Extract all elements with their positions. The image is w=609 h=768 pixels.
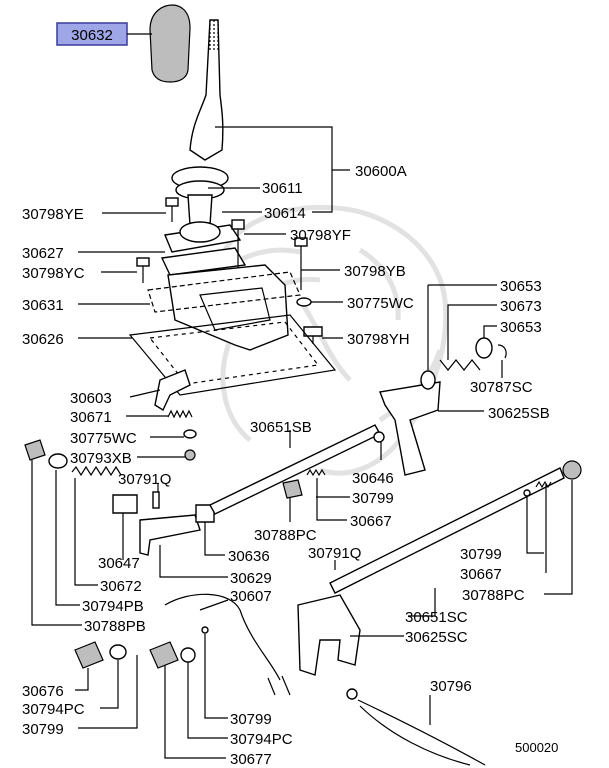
lever-seat — [160, 221, 247, 276]
plug-left — [24, 439, 68, 469]
part-label-30646: 30646 — [352, 470, 394, 487]
part-label-30611: 30611 — [262, 180, 303, 197]
part-label-30799-c: 30799 — [22, 721, 64, 738]
part-label-30673: 30673 — [500, 298, 542, 315]
part-label-30798YH: 30798YH — [347, 331, 410, 348]
part-label-30798YC: 30798YC — [22, 265, 85, 282]
switch-30676 — [74, 641, 127, 669]
part-label-30629: 30629 — [230, 570, 272, 587]
leader-lines — [31, 33, 573, 759]
part-label-30631: 30631 — [22, 297, 64, 314]
part-label-30677: 30677 — [230, 751, 272, 768]
bolt-30798YF — [231, 219, 245, 268]
spring-30672 — [71, 465, 122, 477]
part-label-30636: 30636 — [228, 548, 270, 565]
part-label-30651SB: 30651SB — [250, 419, 312, 436]
plug-30788PC — [282, 479, 303, 499]
part-label-30799-b: 30799 — [460, 546, 502, 563]
gasket-30626 — [128, 314, 337, 396]
part-label-30632: 30632 — [71, 27, 113, 44]
part-label-30796: 30796 — [430, 678, 472, 695]
part-label-30794PC: 30794PC — [22, 701, 85, 718]
part-label-30667: 30667 — [350, 513, 392, 530]
spring-30671 — [167, 409, 193, 419]
part-label-30799: 30799 — [352, 490, 394, 507]
part-label-30787SC: 30787SC — [470, 379, 533, 396]
part-label-30651SC: 30651SC — [405, 609, 468, 626]
nut-30793XB — [184, 449, 196, 461]
washer-30775WC-lower — [183, 429, 197, 439]
part-label-30607: 30607 — [230, 588, 272, 605]
part-labels: 30600A 30611 30614 30798YE 30798YF 30627… — [22, 163, 558, 768]
rail-30651SC — [329, 467, 565, 594]
washer-30775WC — [296, 297, 312, 307]
pin-30791Q — [152, 491, 160, 509]
shift-lever — [189, 19, 224, 161]
part-label-30791Q: 30791Q — [118, 471, 171, 488]
fork-30625SC — [297, 594, 361, 676]
shift-housing — [147, 264, 301, 351]
part-label-30791Q-b: 30791Q — [308, 545, 361, 562]
part-label-30793XB: 30793XB — [70, 450, 132, 467]
part-label-30653-b: 30653 — [500, 319, 542, 336]
spring-30667 — [306, 468, 326, 477]
part-label-30625SC: 30625SC — [405, 629, 468, 646]
part-label-30788PC: 30788PC — [254, 527, 317, 544]
plug-right — [523, 460, 582, 497]
part-label-30671: 30671 — [70, 409, 112, 426]
part-label-30798YE: 30798YE — [22, 206, 84, 223]
bolt-30798YE — [165, 197, 179, 222]
diagram-code: 500020 — [515, 740, 558, 755]
shift-boot-base — [171, 166, 229, 226]
bolt-30798YB — [294, 237, 308, 290]
fork-30625SB — [379, 381, 441, 476]
part-label-30676: 30676 — [22, 683, 64, 700]
part-label-30653: 30653 — [500, 278, 542, 295]
part-label-30794PC-b: 30794PC — [230, 731, 293, 748]
part-label-30600A: 30600A — [355, 163, 407, 180]
part-label-30775WC-b: 30775WC — [70, 430, 137, 447]
harness-30796 — [346, 688, 486, 766]
part-label-30627: 30627 — [22, 245, 64, 262]
part-label-30798YB: 30798YB — [344, 263, 406, 280]
bushing-30647 — [112, 494, 138, 514]
shift-lever-30629 — [139, 514, 201, 556]
part-label-30798YF: 30798YF — [290, 227, 351, 244]
part-label-30672: 30672 — [100, 578, 142, 595]
cable-30607 — [164, 593, 291, 696]
seal-30653 — [420, 337, 507, 390]
shift-knob — [149, 4, 191, 83]
ball-30646 — [373, 431, 385, 443]
part-label-30788PB: 30788PB — [84, 618, 146, 635]
part-label-30775WC: 30775WC — [347, 295, 414, 312]
part-label-30614: 30614 — [264, 205, 306, 222]
part-label-30667-b: 30667 — [460, 566, 502, 583]
switch-30677 — [149, 626, 209, 669]
sleeve-30636 — [195, 504, 215, 523]
part-label-30647: 30647 — [98, 555, 140, 572]
part-label-30603: 30603 — [70, 390, 112, 407]
part-label-30625SB: 30625SB — [488, 405, 550, 422]
part-label-30626: 30626 — [22, 331, 64, 348]
part-label-30799-d: 30799 — [230, 711, 272, 728]
lever-30603 — [154, 369, 191, 412]
bolt-30798YC — [136, 257, 150, 283]
part-label-30794PB: 30794PB — [82, 598, 144, 615]
part-label-30788PC-b: 30788PC — [462, 587, 525, 604]
label-highlight-30632[interactable]: 30632 — [56, 22, 128, 46]
